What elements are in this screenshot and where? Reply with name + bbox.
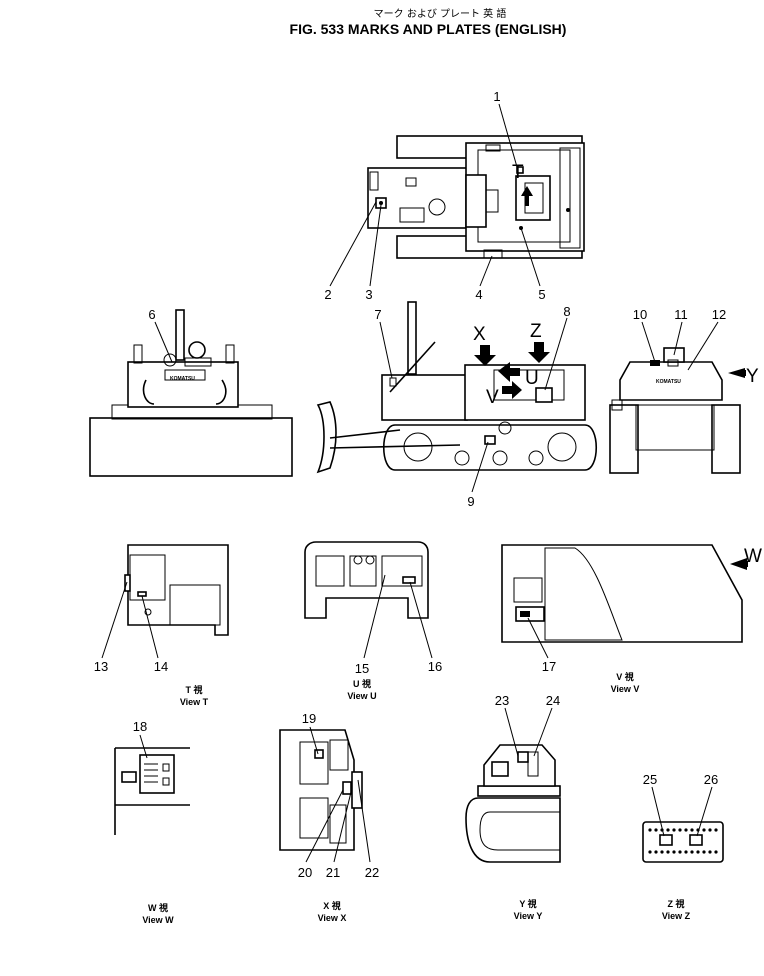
callout-numbers: 1 2 3 4 5 6 7 8 9 10 11 12 13 14 15 16 1…	[94, 89, 726, 880]
side-view-machine	[316, 301, 597, 474]
view-w-caption: View W	[142, 915, 174, 925]
arrow-letter-y: Y	[746, 366, 759, 387]
arrow-letter-t-top: T	[512, 162, 524, 183]
view-w-detail	[114, 747, 190, 835]
view-u-caption-jp: U 視	[353, 678, 371, 689]
callout-2: 2	[324, 287, 331, 302]
view-z-detail	[642, 821, 724, 863]
callout-17: 17	[542, 659, 556, 674]
view-t-caption-jp: T 視	[186, 684, 203, 695]
view-y-caption: View Y	[514, 911, 543, 921]
callout-22: 22	[365, 865, 379, 880]
callout-14: 14	[154, 659, 168, 674]
top-view-machine	[367, 135, 585, 259]
rear-view-machine	[89, 309, 293, 477]
callout-21: 21	[326, 865, 340, 880]
callout-6: 6	[148, 307, 155, 322]
callout-19: 19	[302, 711, 316, 726]
arrow-letter-u: U	[525, 368, 539, 389]
callout-23: 23	[495, 693, 509, 708]
callout-10: 10	[633, 307, 647, 322]
view-w-caption-jp: W 視	[148, 902, 168, 913]
callout-8: 8	[563, 304, 570, 319]
view-u-detail	[304, 541, 429, 619]
view-x-caption: View X	[318, 913, 347, 923]
callout-3: 3	[365, 287, 372, 302]
view-v-caption: View V	[611, 684, 640, 694]
brand-rear-view: KOMATSU	[170, 376, 195, 382]
arrow-letter-w: W	[744, 546, 762, 567]
arrow-letter-v: V	[486, 387, 499, 408]
callout-4: 4	[475, 287, 482, 302]
view-x-detail	[279, 729, 363, 851]
view-captions: T 視 View T U 視 View U V 視 View V W 視 Vie…	[142, 671, 690, 925]
arrow-letter-x: X	[473, 324, 486, 345]
view-t-detail	[124, 544, 229, 636]
leader-lines	[101, 103, 719, 863]
japanese-title: マーク および プレート 英 語	[374, 7, 507, 20]
callout-18: 18	[133, 719, 147, 734]
view-u-caption: View U	[347, 691, 376, 701]
callout-11: 11	[674, 307, 688, 322]
callout-13: 13	[94, 659, 108, 674]
view-y-detail	[465, 744, 561, 863]
view-v-caption-jp: V 視	[616, 671, 634, 682]
callout-20: 20	[298, 865, 312, 880]
callout-16: 16	[428, 659, 442, 674]
callout-12: 12	[712, 307, 726, 322]
callout-9: 9	[467, 494, 474, 509]
view-y-caption-jp: Y 視	[519, 898, 536, 909]
brand-front-view: KOMATSU	[656, 379, 681, 385]
view-z-caption: View Z	[662, 911, 691, 921]
callout-1: 1	[493, 89, 500, 104]
view-t-caption: View T	[180, 697, 209, 707]
callout-24: 24	[546, 693, 560, 708]
view-x-caption-jp: X 視	[323, 900, 341, 911]
callout-26: 26	[704, 772, 718, 787]
front-view-machine	[609, 347, 746, 474]
arrow-letter-z: Z	[530, 321, 542, 342]
callout-5: 5	[538, 287, 545, 302]
figure-title: FIG. 533 MARKS AND PLATES (ENGLISH)	[290, 21, 567, 37]
callout-15: 15	[355, 661, 369, 676]
view-v-detail	[501, 544, 748, 643]
callout-7: 7	[374, 307, 381, 322]
view-z-caption-jp: Z 視	[668, 898, 685, 909]
callout-25: 25	[643, 772, 657, 787]
